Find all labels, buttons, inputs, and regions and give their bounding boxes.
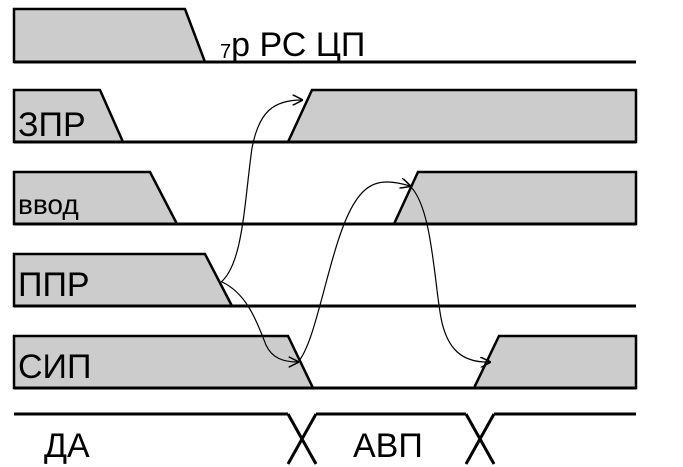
sip-pulse-main [472, 334, 638, 390]
rc-cpu-label-subscript: 7 [220, 41, 231, 63]
rc-cpu-pulse [12, 7, 207, 64]
arrow-sip-to-vvod [297, 182, 410, 363]
bus-avp-label: АВП [353, 427, 423, 465]
arrow-ppr-to-sip [221, 281, 298, 362]
signal-vvod: ввод [12, 170, 638, 226]
signal-zpr: ЗПР [12, 88, 638, 144]
arrow-vvod-to-sip [409, 185, 490, 362]
vvod-label: ввод [18, 189, 79, 220]
ppr-label: ППР [18, 266, 90, 304]
sip-label: СИП [18, 348, 91, 386]
zpr-label: ЗПР [18, 106, 86, 144]
bus-da-label: ДА [44, 427, 90, 465]
signal-sip: СИП [12, 334, 638, 390]
arrow-ppr-to-zpr [219, 100, 302, 284]
bus-crossing-1 [286, 413, 318, 465]
bus-row: ДА АВП [14, 412, 636, 465]
vvod-pulse-main [392, 170, 638, 226]
rc-cpu-label: 7р РС ЦП [220, 26, 365, 64]
signal-ppr: ППР [12, 252, 636, 308]
signal-rc-cpu: 7р РС ЦП [12, 7, 636, 64]
zpr-pulse-main [286, 88, 638, 144]
handshake-arrows [219, 100, 490, 363]
rc-cpu-label-text: р РС ЦП [231, 26, 365, 64]
bus-crossing-2 [464, 413, 496, 465]
